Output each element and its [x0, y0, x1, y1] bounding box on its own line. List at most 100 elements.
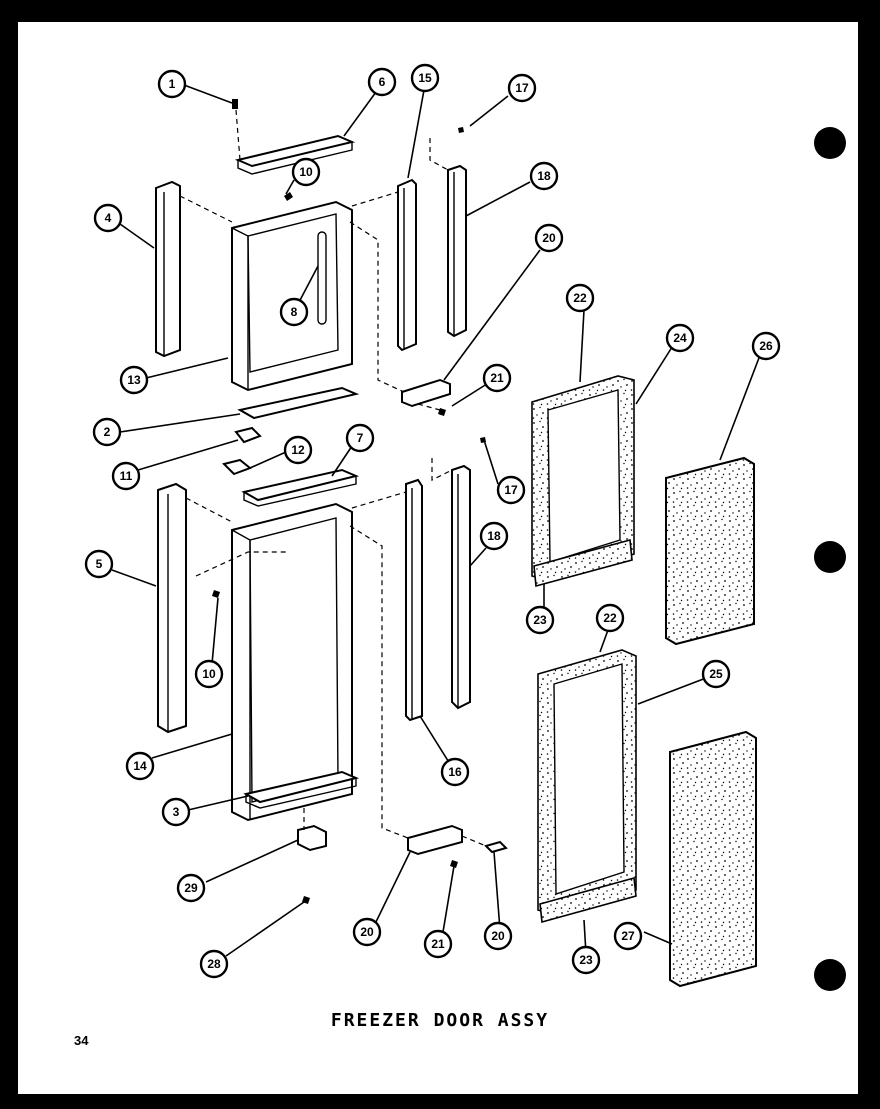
- callout-5: 5: [84, 549, 114, 579]
- screw-part: [232, 99, 238, 109]
- svg-text:23: 23: [533, 613, 547, 627]
- callout-2: 2: [92, 417, 122, 447]
- callout-27: 27: [613, 921, 643, 951]
- svg-text:2: 2: [104, 425, 111, 439]
- svg-text:24: 24: [673, 331, 687, 345]
- svg-text:4: 4: [105, 211, 112, 225]
- upper-gasket-23: [533, 538, 633, 588]
- callout-10-top: 10: [291, 157, 321, 187]
- svg-text:27: 27: [621, 929, 635, 943]
- callout-1: 1: [157, 69, 187, 99]
- svg-text:18: 18: [537, 169, 551, 183]
- svg-text:17: 17: [515, 81, 529, 95]
- callout-15: 15: [410, 63, 440, 93]
- callout-21-top: 21: [482, 363, 512, 393]
- lower-channel-16: [405, 478, 423, 722]
- svg-text:1: 1: [169, 77, 176, 91]
- svg-text:20: 20: [542, 231, 556, 245]
- lower-door-group: [157, 127, 508, 904]
- callout-13: 13: [119, 365, 149, 395]
- svg-text:18: 18: [487, 529, 501, 543]
- svg-text:29: 29: [184, 881, 198, 895]
- svg-text:20: 20: [491, 929, 505, 943]
- callout-26: 26: [751, 331, 781, 361]
- callout-17-top: 17: [507, 73, 537, 103]
- callout-28: 28: [199, 949, 229, 979]
- callout-4: 4: [93, 203, 123, 233]
- svg-text:7: 7: [357, 431, 364, 445]
- callout-22-lower: 22: [595, 603, 625, 633]
- lower-channel-18: [451, 464, 471, 710]
- callout-16-lower: 16: [440, 757, 470, 787]
- svg-text:3: 3: [173, 805, 180, 819]
- svg-text:23: 23: [579, 953, 593, 967]
- svg-text:21: 21: [490, 371, 504, 385]
- svg-text:21: 21: [431, 937, 445, 951]
- svg-text:10: 10: [202, 667, 216, 681]
- callout-25: 25: [701, 659, 731, 689]
- upper-foam-panel: [665, 456, 755, 646]
- upper-hinge-part: [401, 378, 451, 408]
- lower-door-frame: [231, 502, 353, 822]
- svg-text:22: 22: [573, 291, 587, 305]
- lower-hinge-part: [407, 824, 463, 856]
- svg-text:8: 8: [291, 305, 298, 319]
- callout-23-lower: 23: [571, 945, 601, 975]
- callout-22-upper: 22: [565, 283, 595, 313]
- diagram-title: FREEZER DOOR ASSY: [330, 1010, 550, 1031]
- svg-text:25: 25: [709, 667, 723, 681]
- callout-23-upper: 23: [525, 605, 555, 635]
- leader-lines: [111, 84, 763, 957]
- callout-20-top: 20: [534, 223, 564, 253]
- svg-text:6: 6: [379, 75, 386, 89]
- callout-18-top: 18: [529, 161, 559, 191]
- svg-text:13: 13: [127, 373, 141, 387]
- lower-foam-panel: [669, 730, 757, 988]
- svg-text:12: 12: [291, 443, 305, 457]
- svg-text:14: 14: [133, 759, 147, 773]
- svg-text:15: 15: [418, 71, 432, 85]
- callout-10-lower: 10: [194, 659, 224, 689]
- svg-text:10: 10: [299, 165, 313, 179]
- upper-door-group: [155, 99, 467, 444]
- svg-text:20: 20: [360, 925, 374, 939]
- bottom-trim-2: [237, 386, 360, 420]
- svg-text:5: 5: [96, 557, 103, 571]
- svg-text:11: 11: [120, 469, 133, 483]
- lower-gasket-23: [539, 876, 637, 924]
- callout-20-lower-b: 20: [483, 921, 513, 951]
- callout-3: 3: [161, 797, 191, 827]
- punch-hole-top: [814, 127, 846, 159]
- callout-11: 11: [111, 461, 141, 491]
- svg-text:22: 22: [603, 611, 617, 625]
- upper-door-frame: [231, 200, 353, 392]
- hinge-clip-part: [484, 840, 508, 854]
- upper-channel-15: [397, 178, 417, 352]
- callout-29: 29: [176, 873, 206, 903]
- svg-text:17: 17: [504, 483, 518, 497]
- spacer-11: [234, 426, 262, 444]
- top-trim-part: [234, 134, 356, 168]
- svg-text:28: 28: [207, 957, 221, 971]
- upper-channel-18: [447, 164, 467, 338]
- callout-20-lower-a: 20: [352, 917, 382, 947]
- callout-18-lower: 18: [479, 521, 509, 551]
- top-trim-7: [241, 468, 360, 502]
- callout-21-lower: 21: [423, 929, 453, 959]
- callout-17-lower: 17: [496, 475, 526, 505]
- callout-7: 7: [345, 423, 375, 453]
- gasket-foam-group: [531, 375, 757, 988]
- punch-hole-bottom: [814, 959, 846, 991]
- page-number: 34: [74, 1033, 89, 1048]
- spacer-12: [222, 458, 252, 476]
- svg-text:26: 26: [759, 339, 773, 353]
- svg-text:16: 16: [448, 765, 462, 779]
- callout-12: 12: [283, 435, 313, 465]
- left-side-channel: [155, 180, 181, 358]
- punch-hole-middle: [814, 541, 846, 573]
- callout-14: 14: [125, 751, 155, 781]
- callout-8: 8: [279, 297, 309, 327]
- left-side-channel-5: [157, 482, 187, 734]
- callout-6-top: 6: [367, 67, 397, 97]
